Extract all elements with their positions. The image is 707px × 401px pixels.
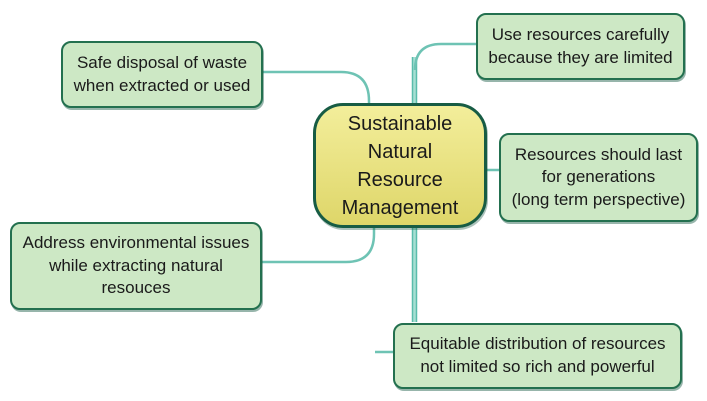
branch-use-resources-carefully: Use resources carefully because they are… [476,13,685,80]
branch-last-for-generations: Resources should last for generations (l… [499,133,698,222]
connector-safe-disposal [263,70,371,104]
connector-environmental [262,228,376,264]
branch-environmental-issues: Address environmental issues while extra… [10,222,262,310]
connector-use-resources [413,42,476,71]
branch-equitable-distribution: Equitable distribution of resources not … [393,323,682,389]
branch-safe-disposal: Safe disposal of waste when extracted or… [61,41,263,108]
center-node: Sustainable Natural Resource Management [313,103,487,228]
